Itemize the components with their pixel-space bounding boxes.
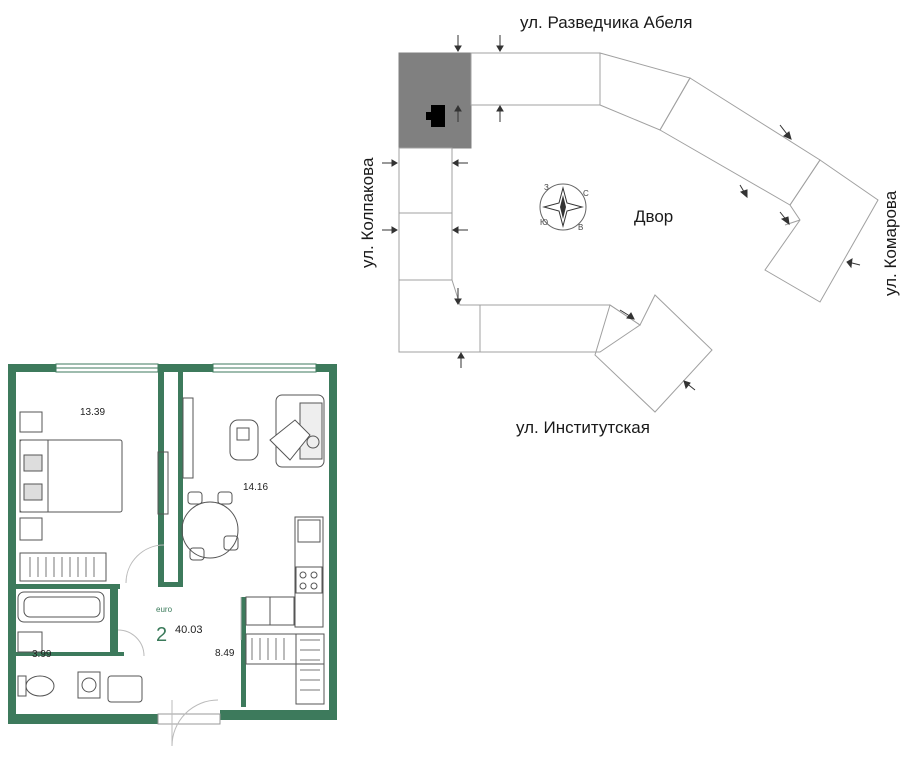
- door-swings: [117, 544, 242, 747]
- floor-plan: [8, 363, 337, 747]
- entrance-marker: [431, 105, 445, 127]
- building-south: [479, 304, 641, 353]
- compass-s: Ю: [540, 218, 548, 227]
- site-plan: [382, 35, 879, 413]
- bathroom-area: 3.99: [32, 649, 52, 660]
- stove: [295, 566, 323, 594]
- street-north-label: ул. Разведчика Абеля: [520, 13, 692, 32]
- kitchen-counter: [294, 516, 324, 628]
- bed: [19, 439, 123, 513]
- washing-machine: [77, 671, 101, 699]
- selected-section[interactable]: [398, 52, 472, 149]
- bedroom-wardrobe: [19, 552, 107, 582]
- building-north-east: [599, 52, 691, 131]
- building-east-end: [764, 159, 879, 303]
- bathroom-sink: [17, 631, 43, 653]
- toilet: [25, 675, 55, 697]
- compass-w: З: [544, 183, 549, 192]
- sofa: [275, 394, 325, 468]
- compass-e: В: [578, 223, 583, 232]
- yard-label: Двор: [634, 207, 673, 226]
- building-north: [470, 52, 601, 106]
- total-area: 40.03: [175, 624, 203, 636]
- building-south-east: [594, 294, 713, 413]
- building-west: [398, 147, 453, 281]
- hallway-area: 8.49: [215, 648, 235, 659]
- bathtub: [17, 591, 105, 623]
- street-south-label: ул. Институтская: [516, 418, 650, 437]
- entrance-arrows: [382, 35, 861, 391]
- building-south-west: [398, 279, 481, 353]
- outer-walls: [8, 364, 337, 724]
- bedroom-tv-unit: [157, 451, 169, 515]
- coffee-table: [229, 419, 259, 461]
- apartment-type-label: euro: [156, 605, 173, 614]
- street-east-label: ул. Комарова: [881, 190, 900, 296]
- street-west-label: ул. Колпакова: [358, 157, 377, 268]
- compass-rose: [539, 183, 587, 231]
- living-tv-unit: [182, 397, 194, 479]
- rooms-count: 2: [156, 624, 167, 646]
- dining-table: [181, 501, 239, 559]
- living-kitchen-area: 14.16: [243, 482, 268, 493]
- bedroom-area: 13.39: [80, 407, 105, 418]
- furniture: [17, 394, 325, 705]
- windows: [55, 363, 317, 373]
- compass-n: С: [583, 189, 589, 198]
